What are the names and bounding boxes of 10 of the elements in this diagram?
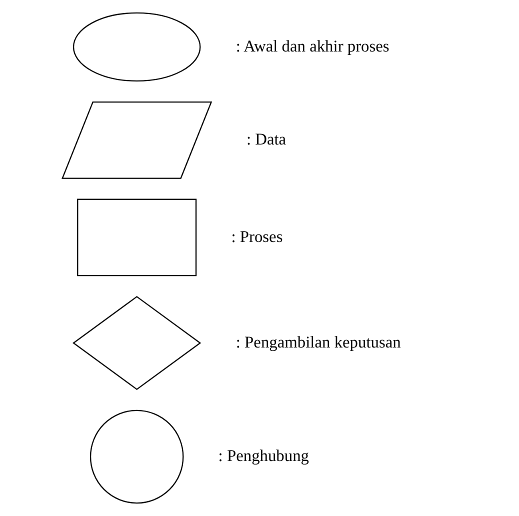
node-parallelogram [62,101,212,179]
node-ellipse [72,12,201,82]
node-label: : Proses [231,226,283,246]
node-circle [90,410,184,504]
node-diamond [72,296,202,390]
node-label: : Awal dan akhir proses [236,36,390,56]
node-box [77,198,197,276]
node-label: : Penghubung [218,446,310,466]
node-label: : Pengambilan keputusan [236,332,401,352]
node-label: : Data [246,130,286,149]
